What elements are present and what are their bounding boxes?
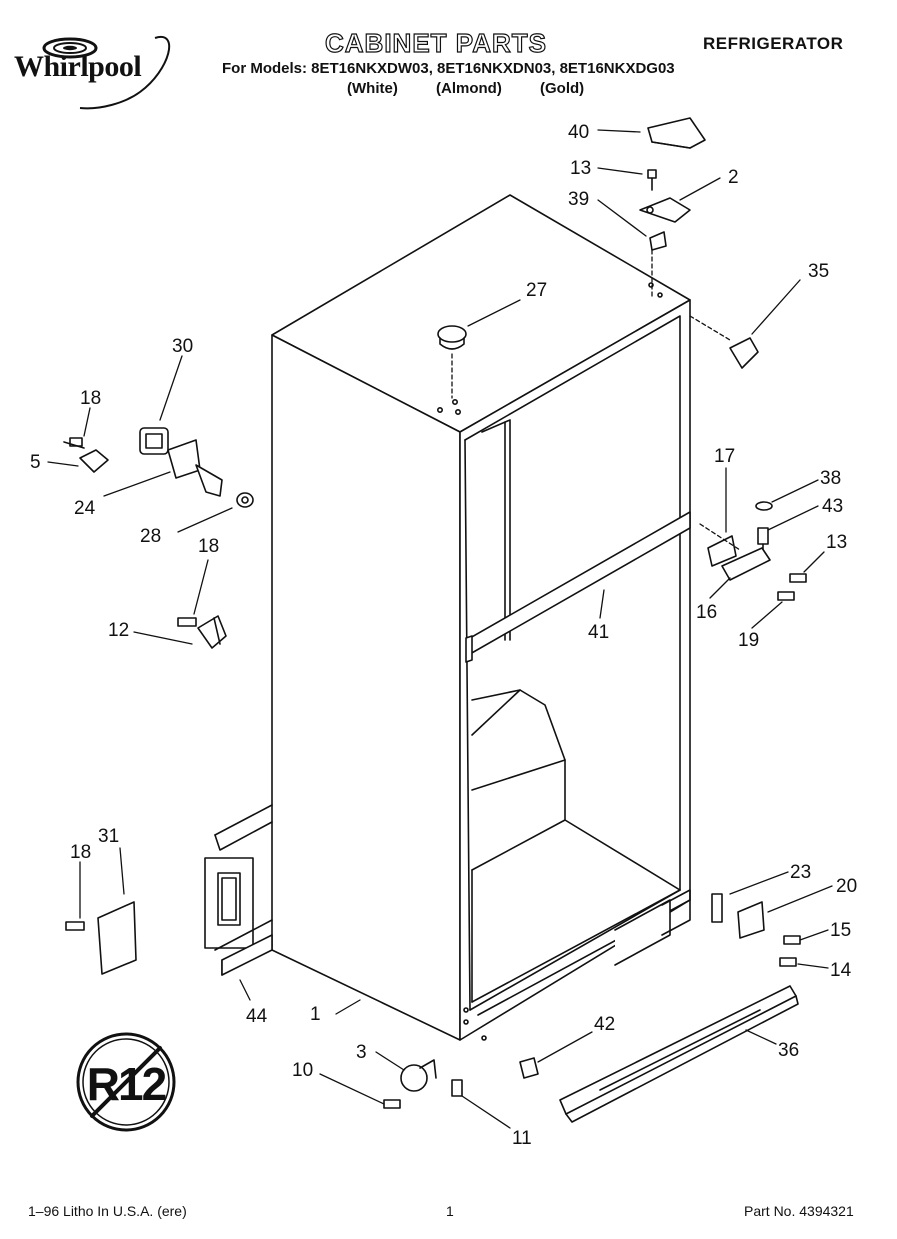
callout-19: 19 <box>738 630 759 651</box>
callout-17: 17 <box>714 446 735 467</box>
callout-10: 10 <box>292 1060 313 1081</box>
callout-31: 31 <box>98 826 119 847</box>
roller-part-3 <box>400 1059 437 1092</box>
callout-41: 41 <box>588 622 609 643</box>
callout-18-c: 18 <box>70 842 91 863</box>
callout-15: 15 <box>830 920 851 941</box>
hinge-cover-part-40 <box>647 117 706 149</box>
variant-white: (White) <box>347 80 398 97</box>
leveling-bracket-part-44 <box>221 934 273 976</box>
variant-gold: (Gold) <box>540 80 585 97</box>
callout-40: 40 <box>568 122 589 143</box>
page-number: 1 <box>446 1203 454 1219</box>
toe-grille-part-36 <box>559 985 799 1123</box>
cabinet-body <box>204 194 691 1041</box>
top-hinge-part-2 <box>639 197 691 223</box>
callout-30: 30 <box>172 336 193 357</box>
callout-24: 24 <box>74 498 96 519</box>
callout-14: 14 <box>830 960 852 981</box>
center-hinge-part-16 <box>721 547 771 581</box>
brand-logo-text: Whirlpool <box>14 50 142 83</box>
callout-16: 16 <box>696 602 717 623</box>
callout-13-mid: 13 <box>826 532 847 553</box>
hinge-shim-part-23 <box>711 893 723 923</box>
callout-44: 44 <box>246 1006 268 1027</box>
screw-part-18-b <box>177 617 197 627</box>
screw-part-13-mid <box>789 573 807 583</box>
page-title: CABINET PARTS <box>324 27 547 58</box>
hinge-pin-cover-part-35 <box>729 337 759 369</box>
callout-36: 36 <box>778 1040 799 1061</box>
screw-part-19 <box>777 591 795 601</box>
leader-lines <box>47 129 833 1129</box>
callout-27: 27 <box>526 280 547 301</box>
callout-12: 12 <box>108 620 129 641</box>
plug-part-27 <box>437 325 467 350</box>
callout-labels: 40 13 2 39 35 27 30 18 5 24 28 18 12 17 … <box>30 122 857 1149</box>
screw-part-11 <box>451 1079 463 1097</box>
callout-35: 35 <box>808 261 829 282</box>
bracket-part-12 <box>197 615 227 649</box>
callout-38: 38 <box>820 468 841 489</box>
hinge-shim-part-39 <box>649 231 667 251</box>
color-variants: (White) (Almond) (Gold) <box>347 80 618 97</box>
callout-18-b: 18 <box>198 536 219 557</box>
washer-part-38 <box>755 501 773 511</box>
variant-almond: (Almond) <box>436 80 502 97</box>
callout-43: 43 <box>822 496 843 517</box>
clip-part-5 <box>79 449 109 473</box>
callout-1: 1 <box>310 1004 321 1025</box>
callout-5: 5 <box>30 452 41 473</box>
screw-part-14 <box>779 957 797 967</box>
callout-13-top: 13 <box>570 158 591 179</box>
callout-42: 42 <box>594 1014 615 1035</box>
clip-part-42 <box>519 1057 539 1079</box>
callout-20: 20 <box>836 876 857 897</box>
appliance-category: REFRIGERATOR <box>703 34 844 53</box>
no-r12-refrigerant-icon: R12 <box>76 1032 176 1132</box>
bumper-part-30 <box>139 427 169 455</box>
screw-part-13-top <box>647 169 657 191</box>
litho-note: 1–96 Litho In U.S.A. (ere) <box>28 1203 187 1219</box>
part-number: Part No. 4394321 <box>744 1203 854 1219</box>
callout-23: 23 <box>790 862 811 883</box>
washer-part-28 <box>236 492 254 508</box>
whirlpool-swirl-logo <box>42 35 171 110</box>
model-numbers: For Models: 8ET16NKXDW03, 8ET16NKXDN03, … <box>222 60 675 77</box>
callout-28: 28 <box>140 526 161 547</box>
callout-2: 2 <box>728 167 739 188</box>
screw-part-10 <box>383 1099 401 1109</box>
screw-part-15 <box>783 935 801 945</box>
service-cover-part-31 <box>97 901 137 975</box>
bottom-hinge-part-20 <box>737 901 765 939</box>
callout-18-a: 18 <box>80 388 101 409</box>
callout-39: 39 <box>568 189 589 210</box>
stop-part-24 <box>167 439 223 497</box>
screw-part-18-c <box>65 921 85 931</box>
callout-11: 11 <box>512 1128 532 1149</box>
callout-3: 3 <box>356 1042 367 1063</box>
badge-text: R12 <box>87 1058 166 1110</box>
screw-part-18-a <box>63 437 85 449</box>
